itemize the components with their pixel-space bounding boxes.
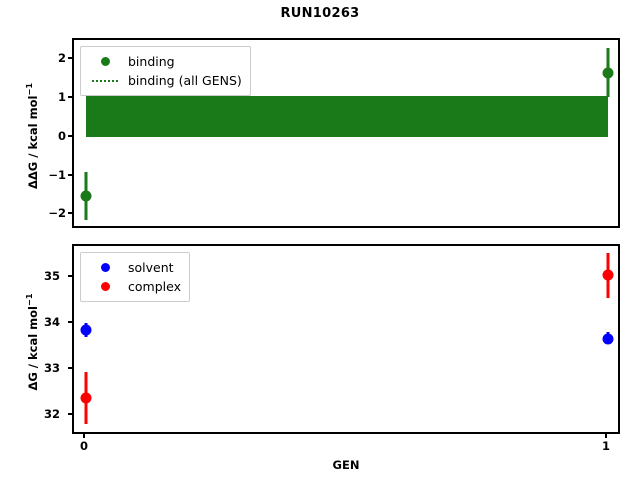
ytick-label: 34 bbox=[43, 315, 60, 329]
bottom-panel-plot-area bbox=[74, 246, 618, 432]
legend-label: complex bbox=[128, 279, 181, 294]
legend-label: binding bbox=[128, 54, 175, 69]
ytick-label: 1 bbox=[57, 90, 66, 104]
ylabel-text: ΔG / kcal mol bbox=[25, 305, 40, 391]
legend-dot-icon bbox=[88, 263, 122, 272]
bottom-panel-legend[interactable]: solvent complex bbox=[80, 252, 190, 302]
ytick-label: 33 bbox=[43, 361, 60, 375]
ytick-label: 0 bbox=[57, 129, 66, 143]
legend-label: solvent bbox=[128, 260, 174, 275]
bottom-panel-axes: solvent complex bbox=[72, 244, 620, 434]
solvent-marker-gen0 bbox=[80, 324, 92, 336]
legend-dot-icon bbox=[88, 282, 122, 291]
complex-marker-gen0 bbox=[80, 392, 92, 404]
ytick-label: 32 bbox=[43, 407, 60, 421]
complex-marker-gen1 bbox=[602, 269, 614, 281]
legend-dot-icon bbox=[88, 57, 122, 66]
legend-item-complex[interactable]: complex bbox=[88, 277, 181, 296]
legend-item-solvent[interactable]: solvent bbox=[88, 258, 181, 277]
ylabel-superscript: −1 bbox=[24, 293, 35, 306]
legend-dotted-line-icon bbox=[88, 79, 122, 82]
ytick-label: 2 bbox=[57, 51, 66, 65]
ytick-label: 35 bbox=[43, 269, 60, 283]
top-panel-plot-area bbox=[74, 40, 618, 226]
figure-title: RUN10263 bbox=[280, 6, 360, 21]
ylabel-text: ΔΔG / kcal mol bbox=[25, 95, 40, 189]
binding-marker-gen0 bbox=[80, 190, 92, 201]
top-panel-legend[interactable]: binding binding (all GENS) bbox=[80, 46, 251, 96]
binding-all-gens-band bbox=[86, 95, 608, 137]
legend-item-binding-all-gens[interactable]: binding (all GENS) bbox=[88, 71, 242, 90]
bottom-panel-ytick-labels: 35 34 33 32 bbox=[34, 244, 60, 434]
xtick-label: 0 bbox=[79, 439, 89, 453]
solvent-marker-gen1 bbox=[602, 333, 614, 345]
binding-marker-gen1 bbox=[602, 67, 614, 78]
ytick-label: −2 bbox=[48, 206, 66, 220]
top-panel-axes: binding binding (all GENS) bbox=[72, 38, 620, 228]
top-panel-ytick-labels: 2 1 0 −1 −2 bbox=[40, 38, 66, 228]
x-axis-label: GEN bbox=[332, 458, 360, 472]
ylabel-superscript: −1 bbox=[24, 82, 35, 96]
legend-label: binding (all GENS) bbox=[128, 73, 242, 88]
xtick-label: 1 bbox=[601, 439, 611, 453]
legend-item-binding[interactable]: binding bbox=[88, 52, 242, 71]
ytick-label: −1 bbox=[48, 168, 66, 182]
